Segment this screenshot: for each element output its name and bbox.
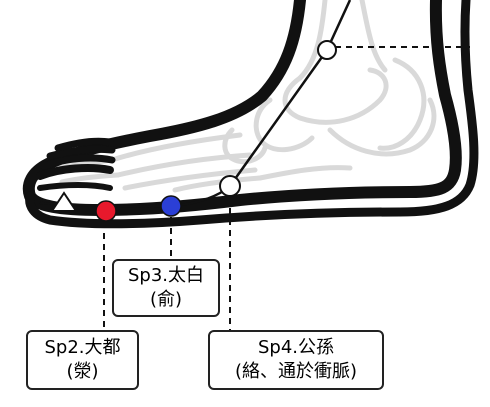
acupoint-upper-marker [317,40,337,60]
label-box-sp4: Sp4.公孫 (絡、通於衝脈) [208,330,384,390]
label-sp4-note: (絡、通於衝脈) [234,361,358,382]
label-sp3-name: Sp3.太白 [127,265,205,286]
acupoint-sp3-marker [160,195,182,217]
label-sp2-note: (滎) [66,361,99,382]
label-sp4-name: Sp4.公孫 [257,337,335,358]
acupoint-sp2-marker [95,200,117,222]
leader-lines [103,197,231,330]
triangle-marker [50,191,78,212]
label-box-sp2: Sp2.大都 (滎) [26,330,139,390]
foot-outline [22,0,479,229]
label-box-sp3: Sp3.太白 (俞) [112,259,220,317]
label-sp3-note: (俞) [149,289,183,310]
label-sp2-name: Sp2.大都 [44,337,121,358]
acupoint-sp4-marker [219,175,241,197]
